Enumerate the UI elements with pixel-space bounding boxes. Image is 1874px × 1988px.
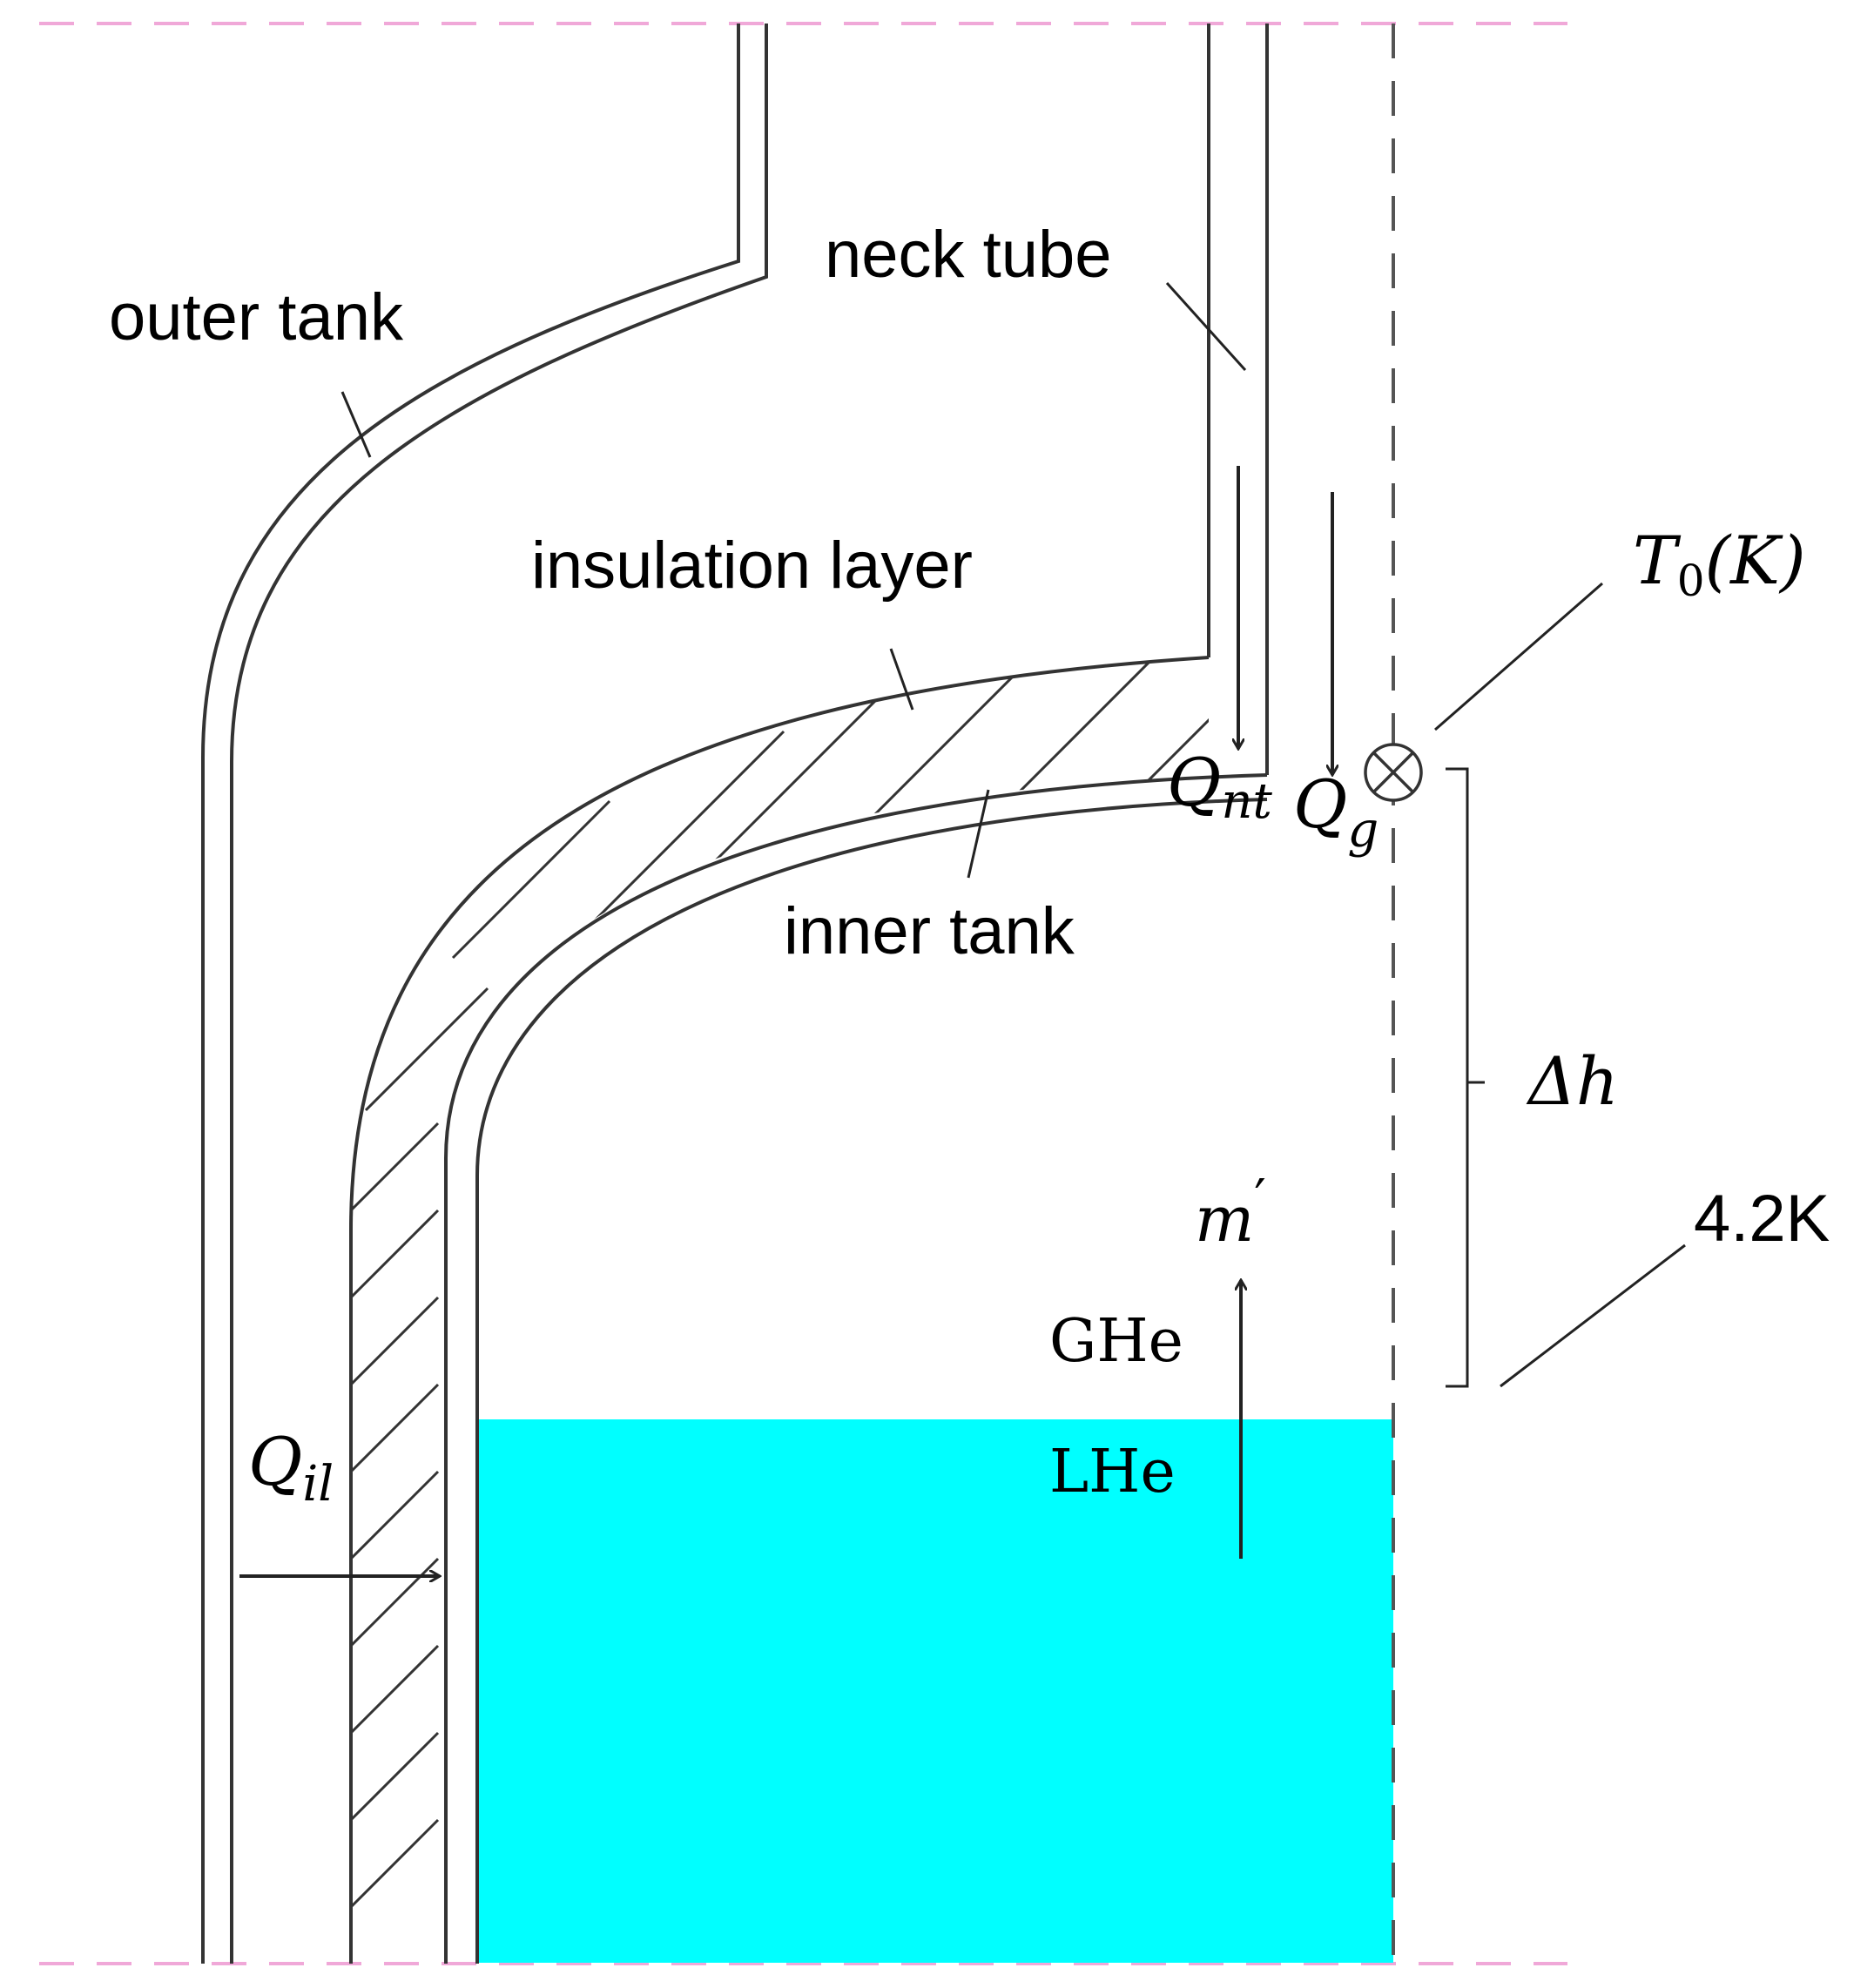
inner-tank-wall-outer [444, 773, 1268, 1964]
delta-h-bracket [1446, 767, 1485, 1388]
outer-tank-wall-outer [201, 24, 740, 1964]
liquid-temp-leader [1500, 1243, 1686, 1388]
mass-flow-label: m′ [1195, 1169, 1266, 1256]
neck-tube-leader [1165, 281, 1247, 372]
liquid-helium-label: LHe [1049, 1438, 1176, 1506]
q-g-label: Qg [1293, 765, 1379, 859]
delta-h-label: Δh [1526, 1042, 1619, 1120]
q-nt-label: Qnt [1167, 744, 1272, 830]
t0-leader [1434, 582, 1603, 731]
outer-tank-leader [340, 391, 372, 458]
outer-tank-wall-inner [230, 24, 768, 1964]
inner-tank-wall-inner [475, 798, 1268, 1964]
insulation-outer-boundary [349, 656, 1210, 1964]
outer-tank-label: outer tank [109, 280, 404, 354]
inner-tank-leader [967, 789, 990, 879]
q-il-label: Qil [248, 1423, 334, 1513]
insulation-leader [889, 648, 914, 711]
neck-tube-label: neck tube [825, 218, 1112, 292]
insulation-layer-label: insulation layer [531, 529, 973, 603]
liquid-temperature-label: 4.2K [1694, 1182, 1830, 1256]
gas-helium-label: GHe [1049, 1307, 1183, 1376]
t0-label: T0(K) [1633, 522, 1806, 606]
temperature-sensor-icon [1364, 743, 1423, 802]
inner-tank-label: inner tank [784, 894, 1075, 968]
liquid-helium-region [477, 1419, 1393, 1963]
insulation-hatching [351, 657, 1209, 1909]
